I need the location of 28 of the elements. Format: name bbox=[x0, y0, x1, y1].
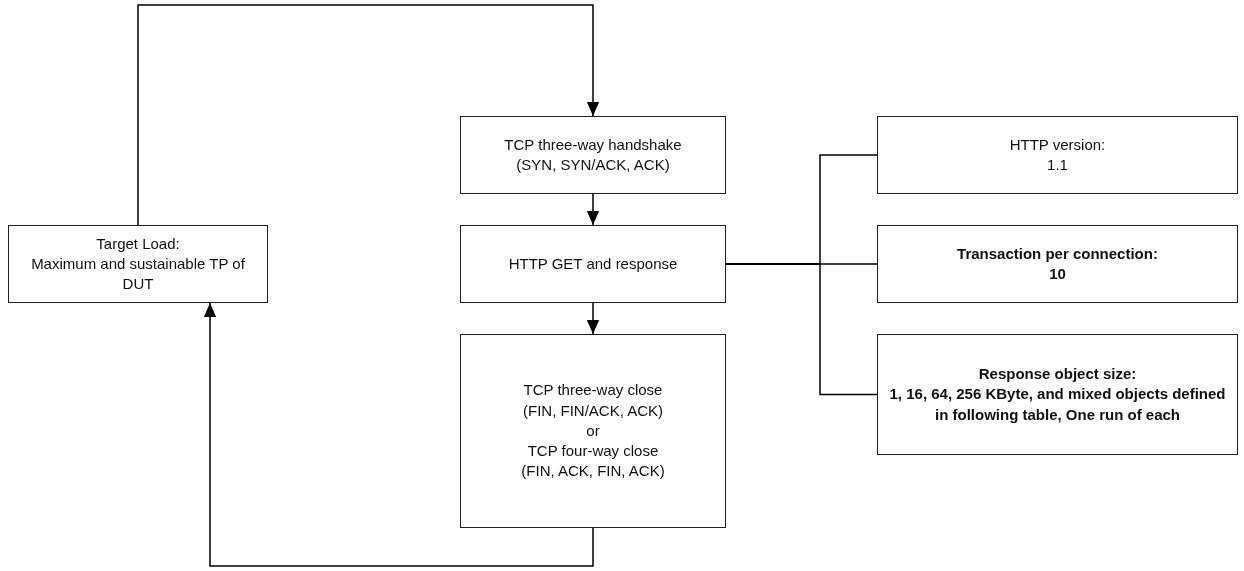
box-text: Target Load: bbox=[96, 233, 180, 254]
process-box bbox=[460, 116, 726, 194]
process-box bbox=[8, 225, 268, 303]
box-text: Transaction per connection: bbox=[957, 243, 1158, 264]
arrow bbox=[586, 302, 600, 335]
box-text: HTTP version: bbox=[1009, 134, 1106, 155]
arrow bbox=[586, 193, 600, 226]
box-text: (SYN, SYN/ACK, ACK) bbox=[516, 155, 670, 175]
box-text: 10 bbox=[1049, 264, 1066, 284]
box-text: HTTP GET and response bbox=[508, 253, 678, 274]
box-text: 1, 16, 64, 256 KByte, and mixed objects defined in following table, One run of each bbox=[888, 384, 1227, 425]
box-text: (FIN, ACK, FIN, ACK) bbox=[521, 461, 665, 482]
box-text: TCP three-way close bbox=[523, 380, 663, 401]
box-text: Maximum and sustainable TP of DUT bbox=[30, 253, 246, 295]
box-text: TCP four-way close bbox=[527, 441, 659, 462]
connector-line bbox=[725, 263, 878, 396]
box-text: TCP three-way handshake bbox=[504, 134, 682, 155]
box-text: (FIN, FIN/ACK, ACK) bbox=[523, 400, 663, 421]
process-box bbox=[877, 334, 1238, 455]
box-text: 1.1 bbox=[1047, 155, 1068, 175]
process-box bbox=[460, 225, 726, 303]
arrow bbox=[203, 302, 594, 567]
box-text: or bbox=[586, 420, 600, 441]
process-box bbox=[877, 116, 1238, 194]
box-text: Response object size: bbox=[978, 364, 1137, 385]
process-box bbox=[877, 225, 1238, 303]
arrow bbox=[137, 4, 600, 226]
process-box bbox=[460, 334, 726, 528]
